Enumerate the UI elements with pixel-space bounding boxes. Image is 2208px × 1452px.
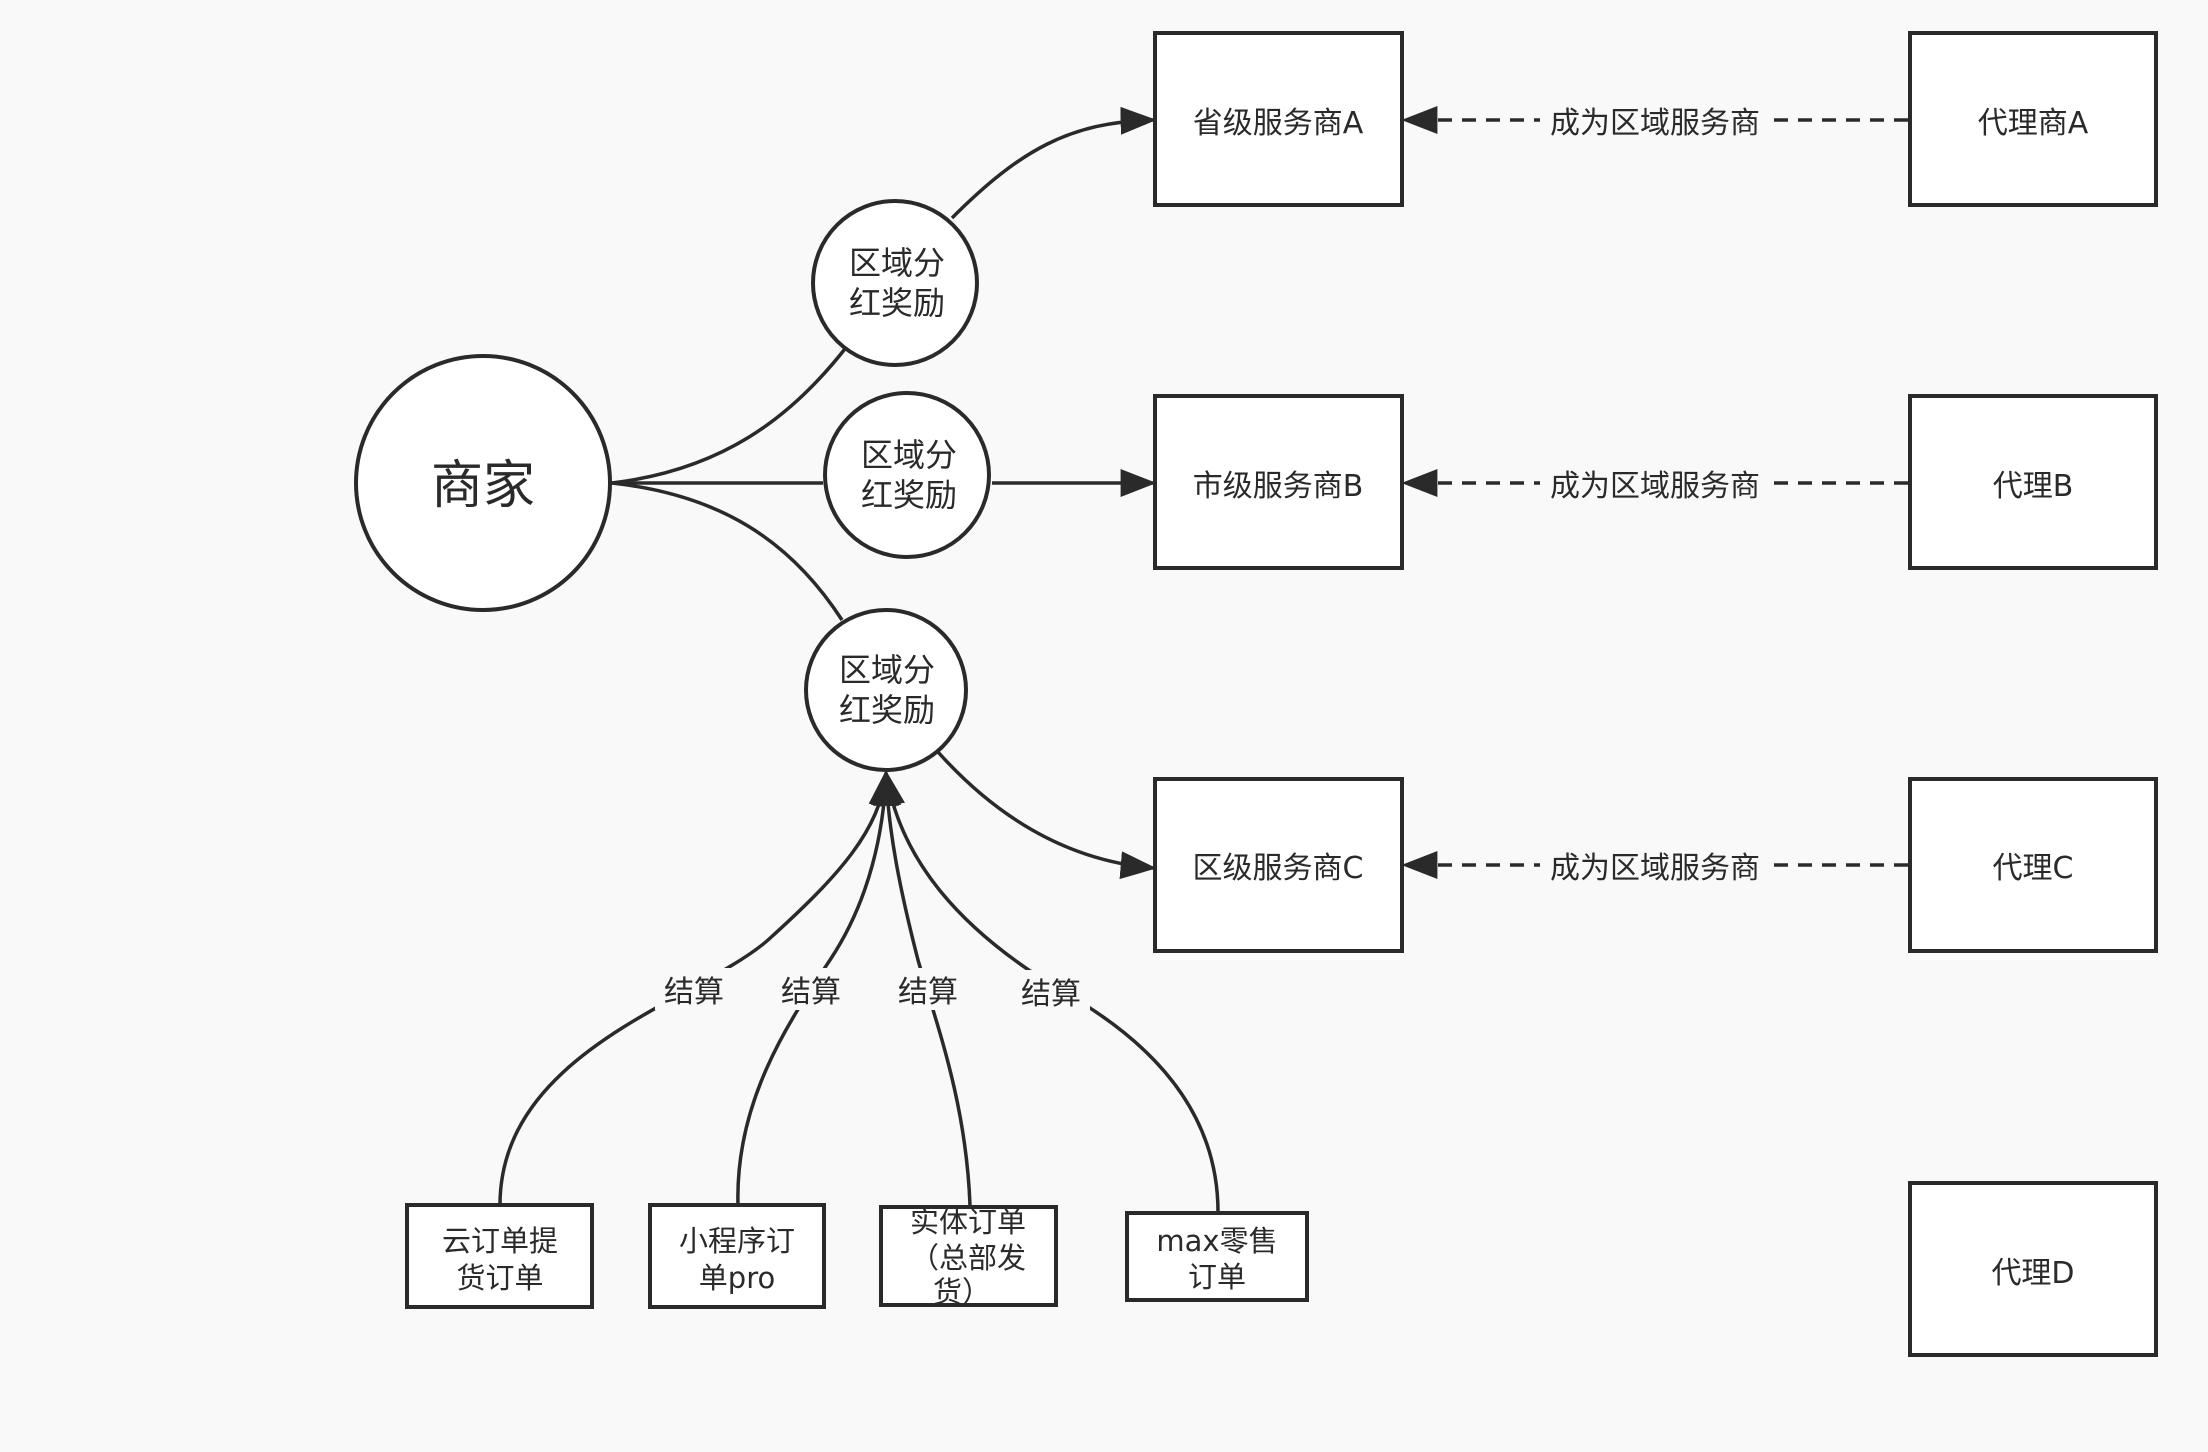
order-box-cloud[interactable]: 云订单提 货订单 [405, 1203, 594, 1309]
svg-text:区域分: 区域分 [839, 651, 935, 689]
order-box-miniprogram[interactable]: 小程序订 单pro [648, 1203, 826, 1309]
svg-text:云订单提: 云订单提 [442, 1224, 558, 1258]
order-box-max[interactable]: max零售 订单 [1125, 1211, 1309, 1302]
service-provider-city[interactable]: 市级服务商B [1153, 394, 1404, 570]
bonus-node-c[interactable]: 区域分 红奖励 [804, 608, 968, 772]
edge-merchant-to-bonus-c [611, 481, 844, 621]
agent-edge-label-c: 成为区域服务商 [1540, 845, 1770, 887]
svg-text:max零售: max零售 [1156, 1224, 1277, 1258]
svg-text:红奖励: 红奖励 [849, 284, 945, 322]
svg-text:成为区域服务商: 成为区域服务商 [1550, 469, 1760, 504]
edge-bonus-c-to-district [936, 750, 1157, 880]
svg-text:小程序订: 小程序订 [679, 1224, 795, 1258]
settle-label-miniprogram: 结算 [772, 968, 850, 1010]
svg-text:代理B: 代理B [1993, 469, 2074, 504]
svg-text:单pro: 单pro [699, 1261, 775, 1295]
settle-label-cloud: 结算 [655, 968, 733, 1010]
agent-box-c[interactable]: 代理C [1908, 777, 2158, 953]
bonus-node-b[interactable]: 区域分 红奖励 [823, 391, 991, 559]
agent-box-b[interactable]: 代理B [1908, 394, 2158, 570]
order-box-physical[interactable]: 实体订单 （总部发 货） [879, 1205, 1058, 1309]
svg-text:红奖励: 红奖励 [861, 476, 957, 514]
svg-text:结算: 结算 [898, 975, 958, 1010]
svg-text:区级服务商C: 区级服务商C [1193, 851, 1364, 886]
svg-text:结算: 结算 [1021, 977, 1081, 1012]
svg-text:市级服务商B: 市级服务商B [1193, 469, 1364, 504]
svg-text:区域分: 区域分 [861, 436, 957, 474]
svg-text:订单: 订单 [1188, 1260, 1246, 1294]
svg-text:结算: 结算 [781, 975, 841, 1010]
settle-label-physical: 结算 [889, 968, 967, 1010]
svg-text:区域分: 区域分 [849, 244, 945, 282]
agent-edge-label-a: 成为区域服务商 [1540, 100, 1770, 142]
service-provider-district[interactable]: 区级服务商C [1153, 777, 1404, 953]
svg-text:实体订单: 实体订单 [910, 1205, 1026, 1239]
agent-edge-label-b: 成为区域服务商 [1540, 463, 1770, 505]
merchant-node[interactable]: 商家 [354, 354, 612, 612]
svg-text:代理商A: 代理商A [1978, 106, 2089, 141]
svg-text:货）: 货） [933, 1275, 991, 1309]
edge-bonus-a-to-provincial [950, 106, 1157, 220]
edge-order-miniprogram-to-bonus-c [736, 769, 899, 1206]
edge-order-physical-to-bonus-c [873, 769, 972, 1206]
svg-text:货订单: 货订单 [456, 1261, 543, 1295]
svg-text:代理C: 代理C [1993, 851, 2074, 886]
bonus-node-a[interactable]: 区域分 红奖励 [811, 199, 979, 367]
service-provider-provincial[interactable]: 省级服务商A [1153, 31, 1404, 207]
svg-text:商家: 商家 [431, 456, 535, 516]
svg-text:成为区域服务商: 成为区域服务商 [1550, 851, 1760, 886]
svg-text:成为区域服务商: 成为区域服务商 [1550, 106, 1760, 141]
edge-order-cloud-to-bonus-c [498, 769, 897, 1206]
svg-text:（总部发: （总部发 [910, 1241, 1026, 1275]
settle-label-max: 结算 [1012, 970, 1090, 1012]
edge-merchant-to-bonus-a [611, 343, 850, 485]
svg-text:代理D: 代理D [1991, 1256, 2074, 1291]
agent-box-a[interactable]: 代理商A [1908, 31, 2158, 207]
svg-text:红奖励: 红奖励 [839, 691, 935, 729]
svg-text:结算: 结算 [664, 975, 724, 1010]
agent-box-d[interactable]: 代理D [1908, 1181, 2158, 1357]
svg-text:省级服务商A: 省级服务商A [1193, 106, 1364, 141]
